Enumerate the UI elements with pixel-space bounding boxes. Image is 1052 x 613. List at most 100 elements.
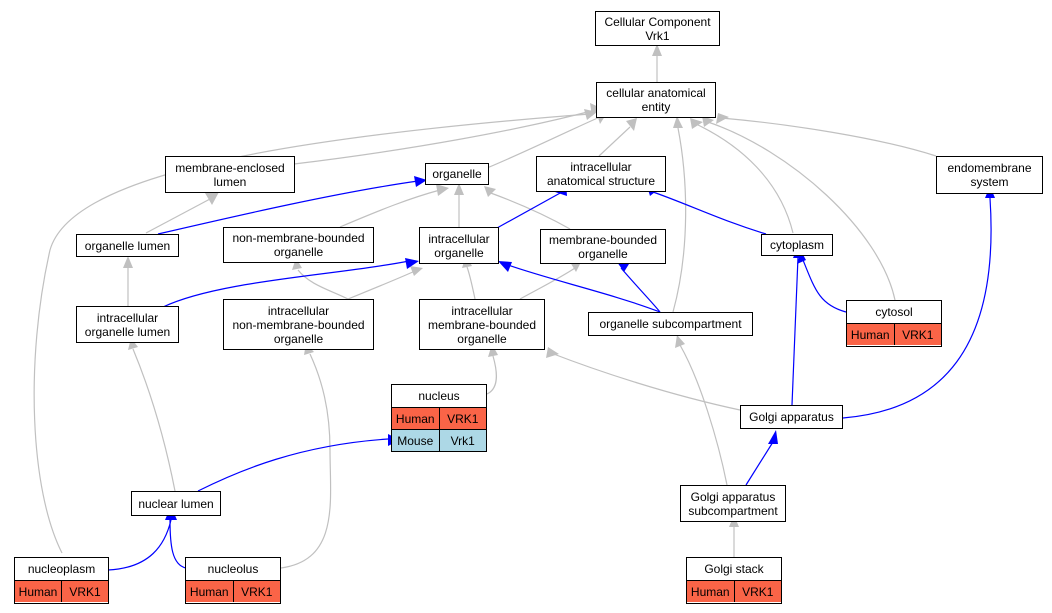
edge-olum-mel [145,198,211,234]
edge-osc-io [504,263,661,313]
arrowhead [292,258,302,270]
annotation-row: Human VRK1 [15,581,108,602]
arrowhead [584,109,597,120]
edge-gas-golgi [745,441,774,486]
arrowhead [768,430,778,444]
edge-mbo-org [487,191,571,230]
arrowhead [673,116,683,128]
arrowhead [702,116,714,127]
arrowhead [205,192,219,205]
edge-gas-osc [679,344,728,486]
species-cell: Human [687,581,734,602]
node-nucleolus[interactable]: nucleolus Human VRK1 [185,557,281,604]
edge-olum-org [157,180,419,235]
species-cell: Human [392,408,439,429]
edge-iol-io [162,260,410,308]
node-title: cytosol [847,301,941,324]
arrowhead [716,113,729,124]
edge-cyto-cae [695,123,794,234]
arrowhead [484,186,496,197]
edge-golgi-ems [842,197,992,419]
arrowhead [410,266,423,276]
node-membrane-bounded-organelle[interactable]: membrane-bounded organelle [540,229,666,264]
node-intracellular-anatomical-structure[interactable]: intracellular anatomical structure [536,156,666,192]
edge-nucleoplasm-cae [33,113,591,554]
gene-cell: VRK1 [733,581,781,602]
edge-mel-cae [293,109,596,165]
edge-osc-cae [672,127,687,313]
edge-ias-cae [598,126,631,157]
species-cell: Human [15,581,61,602]
node-cellular-anatomical-entity[interactable]: cellular anatomical entity [596,82,716,118]
arrowhead [498,261,512,272]
annotation-row: Mouse Vrk1 [392,429,486,451]
node-nuclear-lumen[interactable]: nuclear lumen [131,491,221,516]
node-intracellular-membrane-bounded-organelle[interactable]: intracellular membrane-bounded organelle [419,299,545,350]
edge-nmbo-org [339,189,441,228]
node-non-membrane-bounded-organelle[interactable]: non-membrane-bounded organelle [223,227,374,263]
node-cellular-component[interactable]: Cellular Component Vrk1 [595,11,720,46]
node-cytoplasm[interactable]: cytoplasm [761,234,833,256]
arrowhead [123,256,133,268]
arrowhead [405,258,419,269]
arrowhead [454,183,464,195]
arrowhead [626,118,637,131]
species-cell: Human [186,581,233,602]
edge-cytosol-cae [707,121,896,301]
node-nucleus[interactable]: nucleus Human VRK1 Mouse Vrk1 [391,384,487,452]
gene-cell: VRK1 [61,581,108,602]
arrowhead [675,335,685,348]
arrowhead [690,118,703,129]
edge-org-cae [486,116,601,169]
edge-inmbo-io [347,270,416,300]
node-membrane-enclosed-lumen[interactable]: membrane-enclosed lumen [165,156,295,193]
arrowhead [546,347,559,358]
node-golgi-stack[interactable]: Golgi stack Human VRK1 [686,557,782,604]
edge-golgi-cyto [791,256,799,406]
node-golgi-apparatus[interactable]: Golgi apparatus [740,405,843,429]
node-intracellular-organelle[interactable]: intracellular organelle [419,227,499,264]
arrowhead [488,344,498,357]
node-organelle-lumen[interactable]: organelle lumen [76,234,179,257]
edge-osc-mbo [620,267,661,313]
edge-imbo-io [466,266,476,300]
edge-nucleolus-inmbo [280,353,332,569]
node-title: nucleoplasm [15,558,108,581]
edge-nlum-iol [132,348,176,492]
node-endomembrane-system[interactable]: endomembrane system [936,156,1043,194]
arrowhead [436,184,449,196]
node-organelle-subcompartment[interactable]: organelle subcompartment [588,312,753,336]
edge-nucleolus-nlum [169,519,187,569]
edge-imbo-mbo [519,267,576,300]
node-intracellular-organelle-lumen[interactable]: intracellular organelle lumen [76,306,179,343]
edge-golgi-imbo [550,352,741,411]
species-cell: Mouse [392,430,439,451]
edge-inmbo-nmbo [297,269,349,300]
gene-cell: Vrk1 [438,430,486,451]
node-title: nucleus [392,385,486,408]
node-title: nucleolus [186,558,280,581]
edge-nucleoplasm-nlum [107,519,172,571]
node-title: Golgi stack [687,558,781,581]
node-cytosol[interactable]: cytosol Human VRK1 [846,300,942,347]
annotation-row: Human VRK1 [392,408,486,429]
node-intracellular-non-membrane-bounded-organelle[interactable]: intracellular non-membrane-bounded organ… [223,299,374,350]
edge-io-ias [496,191,563,229]
arrowhead [414,176,427,187]
node-nucleoplasm[interactable]: nucleoplasm Human VRK1 [14,557,109,604]
edge-nucleus-imbo [486,355,497,395]
arrowhead [617,262,629,272]
annotation-row: Human VRK1 [687,581,781,602]
gene-cell: VRK1 [232,581,280,602]
edge-cytosol-cyto [802,259,847,313]
node-organelle[interactable]: organelle [425,163,489,185]
node-golgi-apparatus-subcompartment[interactable]: Golgi apparatus subcompartment [680,485,786,522]
gene-cell: VRK1 [438,408,486,429]
annotation-row: Human VRK1 [186,581,280,602]
annotation-row: Human VRK1 [847,324,941,345]
arrowhead [652,44,662,56]
gene-cell: VRK1 [893,324,941,345]
species-cell: Human [847,324,894,345]
edge-cyto-ias [652,191,767,235]
